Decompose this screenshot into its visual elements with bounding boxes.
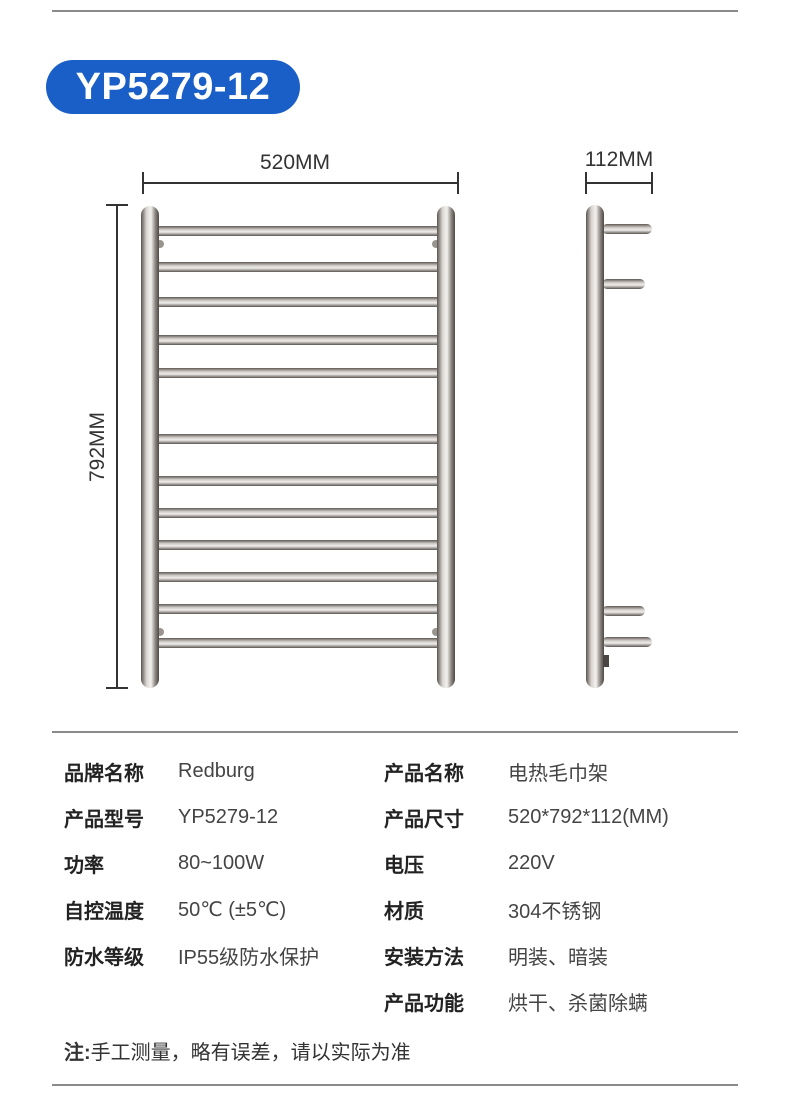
spec-label: 产品名称 — [384, 762, 464, 785]
rail-2 — [152, 262, 444, 272]
spec-label: 品牌名称 — [64, 762, 144, 785]
rail-8 — [152, 508, 444, 518]
spec-label: 材质 — [384, 900, 424, 923]
spec-table: 品牌名称 Redburg 产品名称 电热毛巾架 产品型号 YP5279-12 产… — [64, 748, 744, 1024]
left-upright — [141, 206, 159, 688]
wall-bracket-top — [602, 224, 652, 234]
model-badge: YP5279-12 — [46, 60, 300, 114]
width-dimension: 520MM — [142, 151, 459, 194]
height-label: 792MM — [86, 412, 109, 482]
spec-label: 自控温度 — [64, 900, 144, 923]
spec-row: 产品功能 烘干、杀菌除螨 — [64, 978, 744, 1024]
spec-label: 电压 — [384, 854, 424, 877]
wall-bracket-bottom — [602, 637, 652, 647]
power-cable-stub — [603, 655, 609, 667]
rail-10 — [152, 572, 444, 582]
rail-5 — [152, 368, 444, 378]
towel-rack-side-view — [586, 205, 652, 688]
rail-6 — [152, 434, 444, 444]
spec-label: 产品型号 — [64, 808, 144, 831]
spec-value: 520*792*112(MM) — [508, 805, 669, 828]
wall-bracket-lower — [602, 606, 645, 616]
right-upright — [437, 206, 455, 688]
spec-row: 自控温度 50℃ (±5℃) 材质 304不锈钢 — [64, 886, 744, 932]
spec-value: 304不锈钢 — [508, 900, 602, 923]
rail-4 — [152, 335, 444, 345]
width-label: 520MM — [260, 151, 330, 174]
spec-label: 安装方法 — [384, 946, 464, 969]
spec-row: 品牌名称 Redburg 产品名称 电热毛巾架 — [64, 748, 744, 794]
rail-1 — [152, 226, 444, 236]
towel-rack-front-view — [141, 206, 455, 688]
depth-dimension: 112MM — [585, 148, 653, 194]
rail-7 — [152, 476, 444, 486]
note-label: 注: — [64, 1042, 91, 1064]
spec-value: 明装、暗装 — [508, 946, 608, 969]
rail-11 — [152, 604, 444, 614]
spec-label: 防水等级 — [64, 946, 144, 969]
spec-value: IP55级防水保护 — [178, 946, 320, 969]
spec-value: YP5279-12 — [178, 805, 279, 828]
spec-value: 50℃ (±5℃) — [178, 898, 287, 921]
spec-value: 220V — [508, 851, 555, 874]
spec-row: 功率 80~100W 电压 220V — [64, 840, 744, 886]
spec-value: 烘干、杀菌除螨 — [508, 992, 648, 1015]
note-text: 手工测量，略有误差，请以实际为准 — [90, 1042, 411, 1064]
spec-label: 产品尺寸 — [384, 808, 464, 831]
spec-label: 产品功能 — [384, 992, 464, 1015]
side-upright — [586, 205, 604, 688]
bottom-divider — [52, 1084, 738, 1086]
horizontal-rails — [152, 226, 444, 648]
spec-label: 功率 — [64, 854, 104, 877]
wall-bracket-upper — [602, 279, 645, 289]
depth-label: 112MM — [585, 148, 653, 171]
product-drawing: 520MM 112MM 792MM — [86, 148, 653, 689]
measurement-note: 注:手工测量，略有误差，请以实际为准 — [64, 1036, 411, 1065]
spec-label — [64, 978, 178, 1024]
rail-9 — [152, 540, 444, 550]
spec-value: 80~100W — [178, 851, 265, 874]
spec-value: 电热毛巾架 — [508, 762, 608, 785]
spec-value: Redburg — [178, 759, 255, 782]
spec-row: 防水等级 IP55级防水保护 安装方法 明装、暗装 — [64, 932, 744, 978]
top-divider — [52, 10, 738, 12]
height-dimension: 792MM — [86, 204, 128, 689]
middle-divider — [52, 731, 738, 733]
rail-3 — [152, 297, 444, 307]
spec-row: 产品型号 YP5279-12 产品尺寸 520*792*112(MM) — [64, 794, 744, 840]
spec-value — [178, 978, 384, 1024]
rail-12 — [152, 638, 444, 648]
